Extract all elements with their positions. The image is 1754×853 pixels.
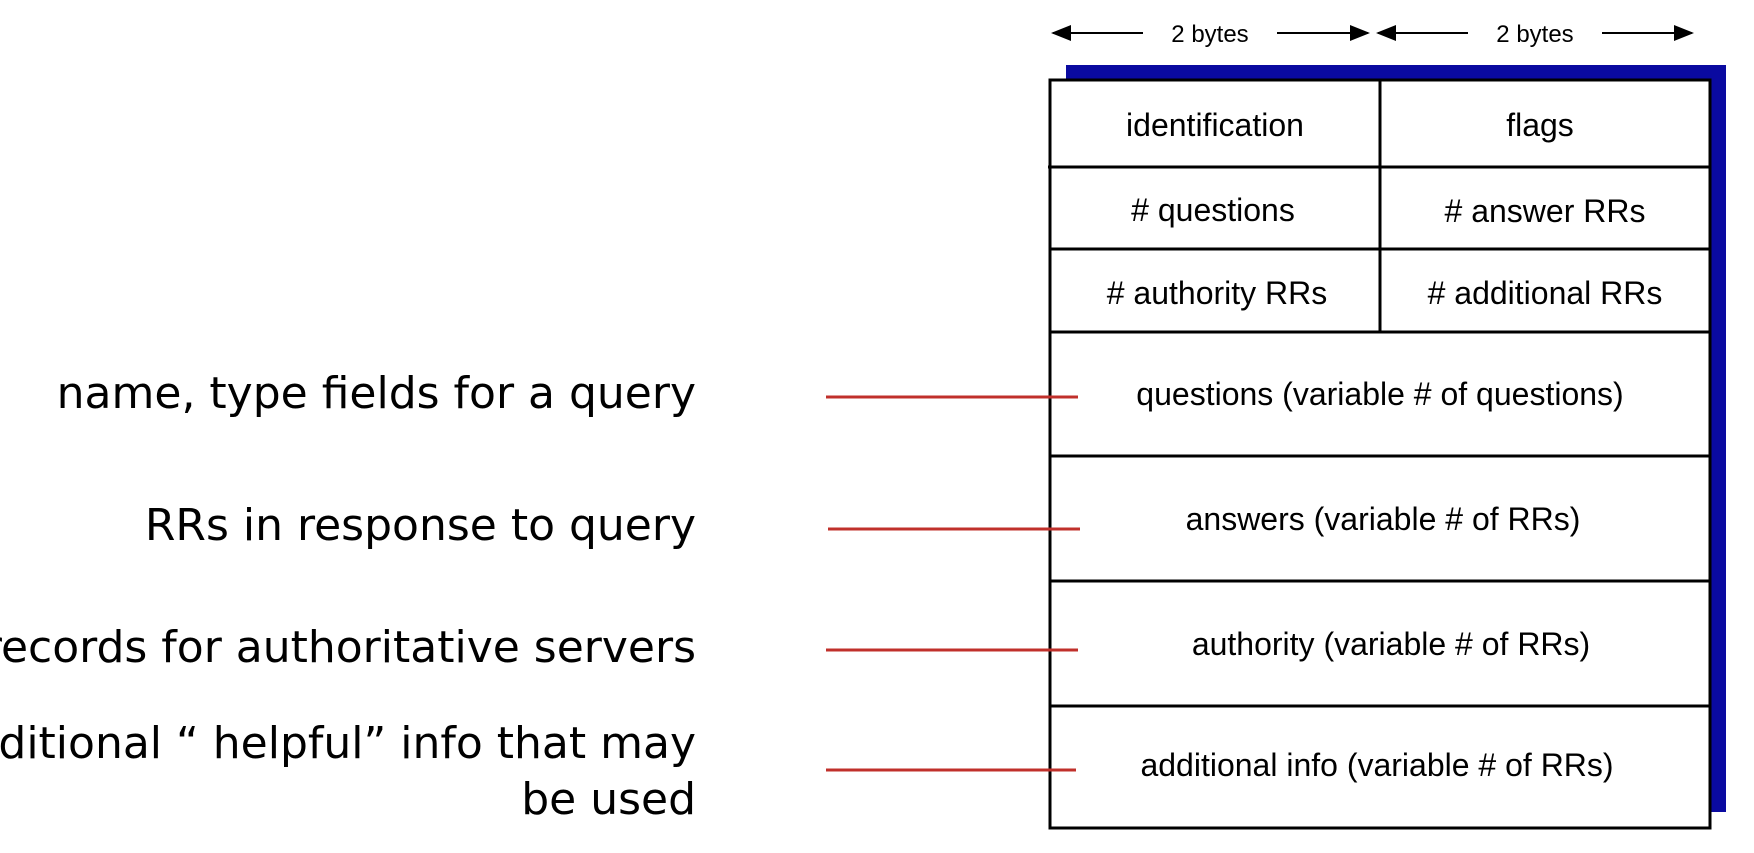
field-question-count: # questions (1131, 192, 1295, 228)
annotation-additional-line-1: additional “ helpful” info that may (0, 718, 696, 769)
annotation-answers: RRs in response to query (144, 500, 696, 551)
annotation-additional-line-2: be used (521, 774, 696, 825)
field-authority-rr-count: # authority RRs (1107, 275, 1328, 311)
section-additional-info: additional info (variable # of RRs) (1140, 747, 1613, 783)
section-questions: questions (variable # of questions) (1136, 376, 1623, 412)
annotation-questions: name, type fields for a query (56, 368, 696, 419)
annotation-authority: records for authoritative servers (0, 622, 696, 673)
section-answers: answers (variable # of RRs) (1186, 501, 1581, 537)
field-identification: identification (1126, 107, 1304, 143)
field-answer-rr-count: # answer RRs (1445, 193, 1646, 229)
field-flags: flags (1506, 107, 1574, 143)
annotation-additional: additional “ helpful” info that may be u… (0, 716, 696, 828)
width-dimension-right: 2 bytes (1376, 21, 1694, 48)
section-authority: authority (variable # of RRs) (1192, 626, 1590, 662)
field-additional-rr-count: # additional RRs (1428, 275, 1663, 311)
width-dimension-left: 2 bytes (1051, 21, 1370, 48)
width-label-left: 2 bytes (1171, 21, 1248, 48)
width-label-right: 2 bytes (1496, 21, 1573, 48)
